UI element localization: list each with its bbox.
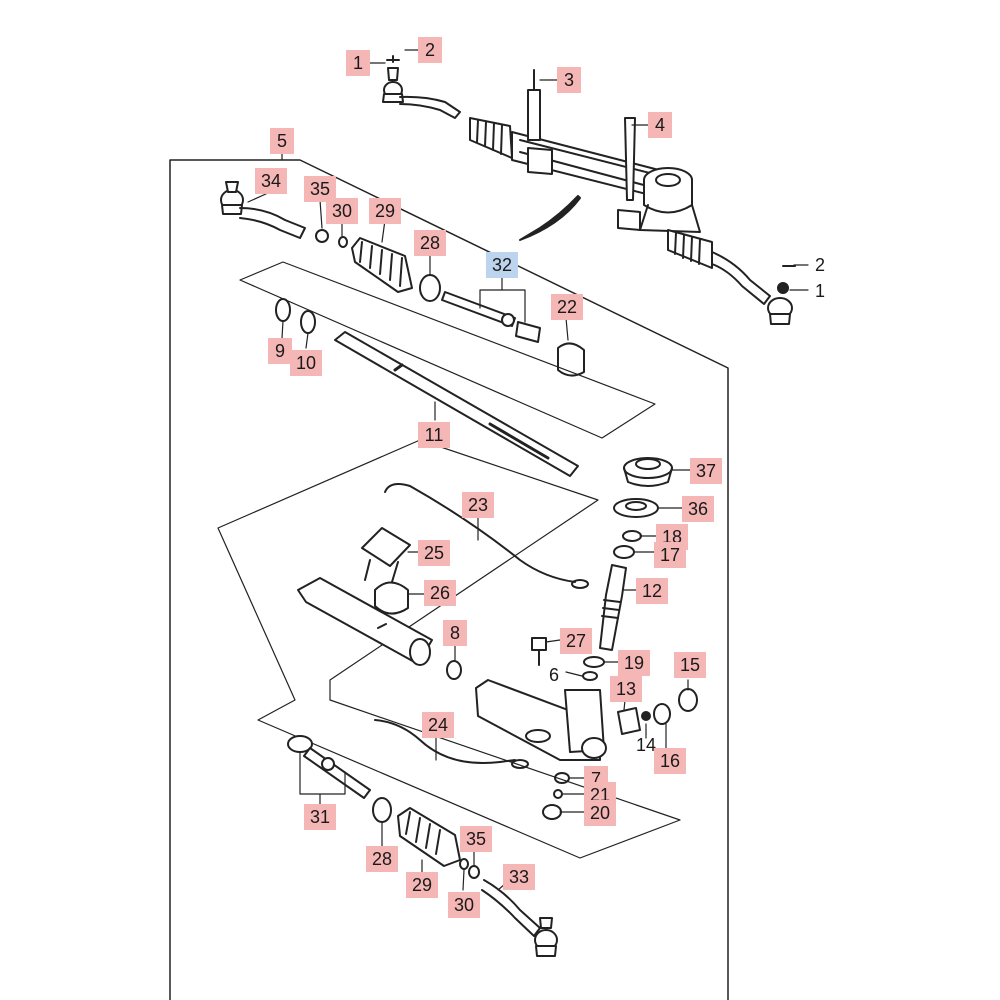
callout-13[interactable]: 13 xyxy=(610,676,642,702)
callout-31[interactable]: 31 xyxy=(304,804,336,830)
callout-29-lower[interactable]: 29 xyxy=(406,872,438,898)
callout-1-right[interactable]: 1 xyxy=(814,280,825,301)
callout-8[interactable]: 8 xyxy=(443,620,467,646)
callout-1[interactable]: 1 xyxy=(346,50,370,76)
callout-24[interactable]: 24 xyxy=(422,712,454,738)
pinion-parts[interactable] xyxy=(599,457,673,651)
exploded-view-arrow xyxy=(519,195,581,241)
callout-32[interactable]: 32 xyxy=(486,252,518,278)
callout-28-lower[interactable]: 28 xyxy=(366,846,398,872)
tie-rod-kit-lower[interactable] xyxy=(287,735,558,957)
callout-25[interactable]: 25 xyxy=(418,540,450,566)
callout-6[interactable]: 6 xyxy=(548,664,559,685)
callout-37[interactable]: 37 xyxy=(690,458,722,484)
callout-28[interactable]: 28 xyxy=(414,230,446,256)
callout-34[interactable]: 34 xyxy=(255,168,287,194)
callout-14[interactable]: 14 xyxy=(635,734,657,755)
callout-17[interactable]: 17 xyxy=(654,542,686,568)
pipe-and-bracket-parts[interactable] xyxy=(297,483,589,680)
gear-housing-parts[interactable] xyxy=(374,637,698,820)
callout-30-lower[interactable]: 30 xyxy=(448,892,480,918)
callout-12[interactable]: 12 xyxy=(636,578,668,604)
callout-22[interactable]: 22 xyxy=(551,294,583,320)
rack-kit-frame xyxy=(239,261,656,439)
callout-9[interactable]: 9 xyxy=(268,338,292,364)
callout-26[interactable]: 26 xyxy=(424,580,456,606)
callout-16[interactable]: 16 xyxy=(654,748,686,774)
callout-5[interactable]: 5 xyxy=(270,128,294,154)
callout-4[interactable]: 4 xyxy=(648,112,672,138)
callout-10[interactable]: 10 xyxy=(290,350,322,376)
callout-33[interactable]: 33 xyxy=(503,864,535,890)
callout-20[interactable]: 20 xyxy=(584,800,616,826)
callout-23[interactable]: 23 xyxy=(462,492,494,518)
tie-rod-kit-upper[interactable] xyxy=(220,181,585,377)
callout-35-lower[interactable]: 35 xyxy=(460,826,492,852)
callout-29[interactable]: 29 xyxy=(369,198,401,224)
steering-gear-assembly-overview[interactable] xyxy=(382,55,796,325)
housing-kit-frame xyxy=(217,439,681,859)
callout-2-right[interactable]: 2 xyxy=(814,254,825,275)
callout-3[interactable]: 3 xyxy=(557,67,581,93)
callout-15[interactable]: 15 xyxy=(674,652,706,678)
callout-36[interactable]: 36 xyxy=(682,496,714,522)
callout-19[interactable]: 19 xyxy=(618,650,650,676)
callout-35[interactable]: 35 xyxy=(304,176,336,202)
callout-27[interactable]: 27 xyxy=(560,628,592,654)
callout-30[interactable]: 30 xyxy=(326,198,358,224)
callout-2[interactable]: 2 xyxy=(418,37,442,63)
callout-11[interactable]: 11 xyxy=(418,422,450,448)
